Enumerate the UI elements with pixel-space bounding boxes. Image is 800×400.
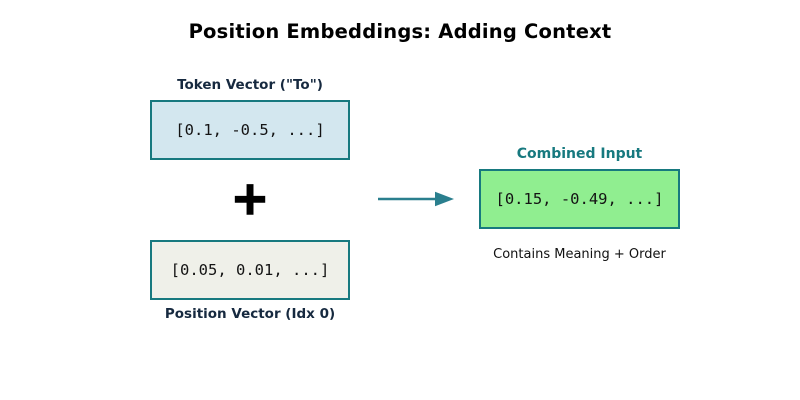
combined-input-box: [0.15, -0.49, ...] (479, 169, 680, 229)
combined-input-value: [0.15, -0.49, ...] (495, 190, 664, 208)
token-vector-label: Token Vector ("To") (177, 77, 323, 93)
position-vector-value: [0.05, 0.01, ...] (170, 261, 330, 279)
right-arrow-icon (378, 191, 454, 207)
combined-input-label: Combined Input (516, 146, 643, 162)
position-vector-label: Position Vector (Idx 0) (164, 306, 336, 322)
combined-caption: Contains Meaning + Order (493, 247, 666, 262)
page-title: Position Embeddings: Adding Context (188, 20, 612, 43)
token-vector-box: [0.1, -0.5, ...] (150, 100, 350, 160)
token-vector-value: [0.1, -0.5, ...] (175, 121, 325, 139)
plus-operator-icon: + (230, 171, 270, 226)
position-vector-box: [0.05, 0.01, ...] (150, 240, 350, 300)
